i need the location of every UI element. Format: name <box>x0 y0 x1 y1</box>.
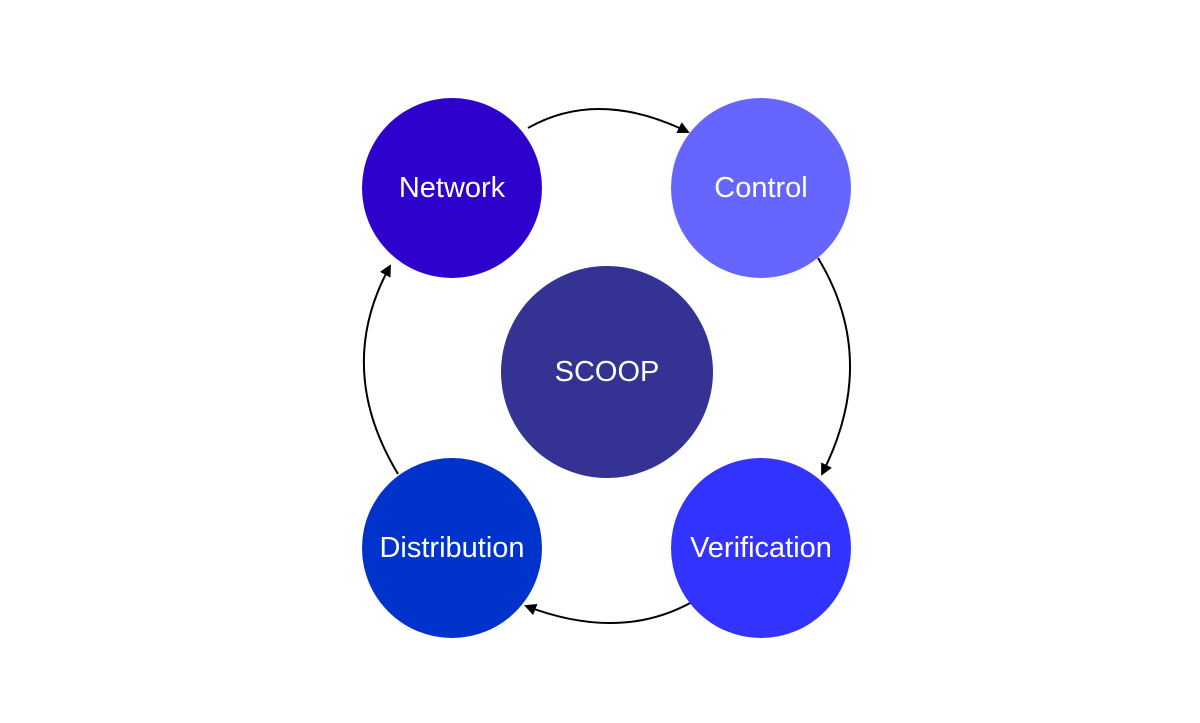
control-node: Control <box>671 98 851 278</box>
distribution-node-label: Distribution <box>379 531 525 564</box>
arrow-distribution-to-network <box>362 264 399 475</box>
scoop-center-label: SCOOP <box>554 355 660 388</box>
scoop-center-node: SCOOP <box>501 266 713 478</box>
arrow-control-to-verification <box>817 257 851 476</box>
network-node: Network <box>362 98 542 278</box>
control-node-label: Control <box>714 171 808 204</box>
verification-node-label: Verification <box>690 531 832 564</box>
distribution-node: Distribution <box>362 458 542 638</box>
arrow-verification-to-distribution <box>524 601 693 624</box>
arrow-network-to-control <box>527 108 690 134</box>
verification-node: Verification <box>671 458 851 638</box>
network-node-label: Network <box>398 171 506 204</box>
